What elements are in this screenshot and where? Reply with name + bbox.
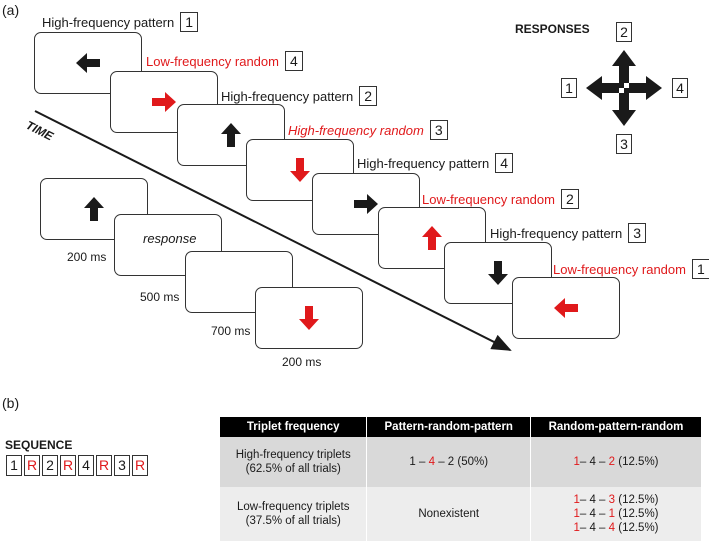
table-cell: 1– 4 – 3 (12.5%) 1– 4 – 1 (12.5%) 1– 4 –…: [529, 487, 701, 541]
sequence-cell: R: [24, 455, 40, 476]
arrow-down-icon: [296, 305, 322, 331]
response-cross-icon: [586, 50, 662, 126]
sequence-cell: R: [96, 455, 112, 476]
arrow-right-icon: [151, 89, 177, 115]
duration-1: 200 ms: [67, 250, 107, 264]
sequence-cell: R: [132, 455, 148, 476]
response-number-up: 2: [616, 22, 632, 42]
sequence-cell: R: [60, 455, 76, 476]
trial-card-8: [512, 277, 620, 339]
sequence-cell: 3: [114, 455, 130, 476]
panel-label-b: (b): [2, 395, 20, 411]
table-cell: Low-frequency triplets(37.5% of all tria…: [220, 487, 367, 541]
sequence-cell: 4: [78, 455, 94, 476]
duration-2: 500 ms: [140, 290, 180, 304]
arrow-down-icon: [485, 260, 511, 286]
arrow-right-icon: [353, 191, 379, 217]
table-cell: 1 – 4 – 2 (50%): [366, 437, 531, 487]
arrow-left-icon: [553, 295, 579, 321]
time-axis: [34, 110, 512, 351]
table-header: Triplet frequency: [220, 417, 367, 437]
response-number-right: 4: [672, 78, 688, 98]
response-number-down: 3: [616, 134, 632, 154]
table-row: Low-frequency triplets(37.5% of all tria…: [220, 487, 701, 541]
table-cell: High-frequency triplets(62.5% of all tri…: [220, 437, 367, 487]
response-text: response: [143, 231, 197, 246]
arrow-up-icon: [81, 196, 107, 222]
triplet-table: Triplet frequency Pattern-random-pattern…: [220, 417, 701, 541]
arrow-left-icon: [75, 50, 101, 76]
table-header: Pattern-random-pattern: [366, 417, 531, 437]
table-cell: 1– 4 – 2 (12.5%): [529, 437, 701, 487]
sequence-title: SEQUENCE: [5, 438, 73, 452]
arrow-down-icon: [287, 157, 313, 183]
duration-3: 700 ms: [211, 324, 251, 338]
table-row: High-frequency triplets(62.5% of all tri…: [220, 437, 701, 487]
response-number-left: 1: [561, 78, 577, 98]
timeline-card-next: [255, 287, 363, 349]
sequence-cell: 2: [42, 455, 58, 476]
arrow-up-icon: [419, 225, 445, 251]
timeline-card-response: response: [114, 214, 222, 276]
duration-4: 200 ms: [282, 355, 322, 369]
sequence-cell: 1: [6, 455, 22, 476]
responses-title: RESPONSES: [515, 22, 590, 36]
arrow-up-icon: [218, 122, 244, 148]
table-header: Random-pattern-random: [529, 417, 701, 437]
table-cell: Nonexistent: [366, 487, 531, 541]
panel-label-a: (a): [2, 2, 20, 18]
